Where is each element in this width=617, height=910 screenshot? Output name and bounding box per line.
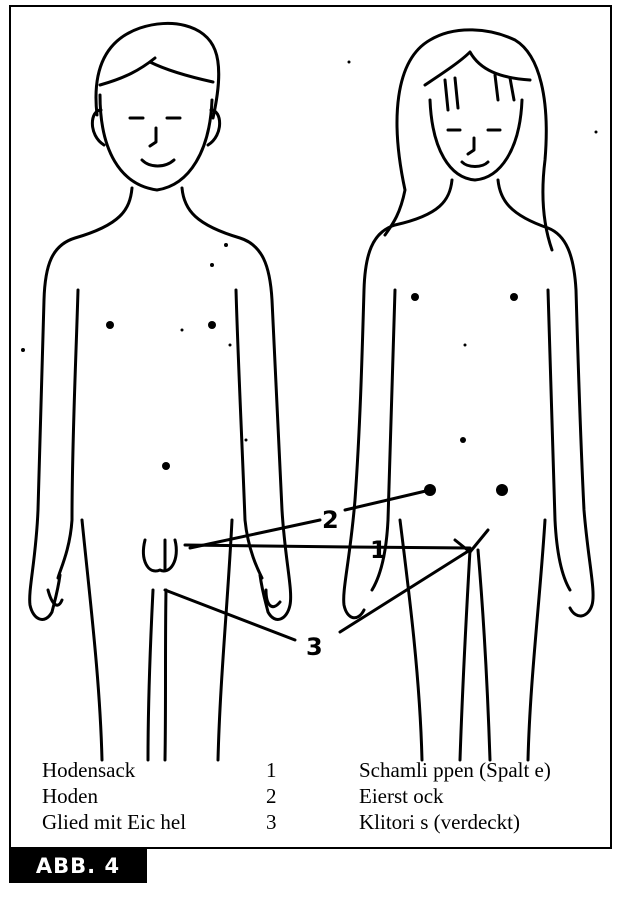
boy-legs	[82, 520, 232, 760]
boy-nipple-left	[106, 321, 114, 329]
boy-hair	[96, 23, 219, 118]
pointer-line-1	[185, 545, 470, 548]
boy-nose	[150, 128, 156, 146]
boy-nipple-right	[208, 321, 216, 329]
girl-hair-strands	[445, 75, 514, 110]
figure-label-badge: ABB. 4	[9, 849, 147, 883]
diagram-number-2: 2	[322, 506, 339, 534]
boy-genital	[143, 540, 176, 571]
girl-right-outline	[498, 180, 593, 616]
boy-left-outline	[30, 188, 132, 619]
pointer-line-2	[190, 490, 430, 548]
speckles	[21, 61, 598, 442]
diagram-number-1: 1	[370, 536, 387, 564]
girl-nipple-left	[411, 293, 419, 301]
girl-navel	[460, 437, 466, 443]
girl-nipple-right	[510, 293, 518, 301]
boy-navel	[162, 462, 170, 470]
boy-mouth	[142, 160, 174, 166]
boy-hands	[48, 590, 280, 607]
pointer-lines	[165, 490, 470, 640]
girl-ovary-right	[496, 484, 508, 496]
boy-right-outline	[182, 188, 291, 619]
boy-figure	[30, 23, 291, 760]
girl-nose	[468, 138, 474, 154]
girl-left-outline	[344, 180, 452, 618]
girl-figure	[344, 30, 593, 760]
pointer-line-3	[165, 550, 470, 640]
diagram-number-3: 3	[306, 633, 323, 661]
girl-inner-arm-right	[548, 290, 570, 590]
girl-hair	[385, 30, 552, 250]
girl-face	[430, 100, 522, 180]
girl-legs	[400, 520, 545, 760]
boy-inner-arm-left	[58, 290, 78, 578]
girl-mouth	[462, 162, 488, 167]
